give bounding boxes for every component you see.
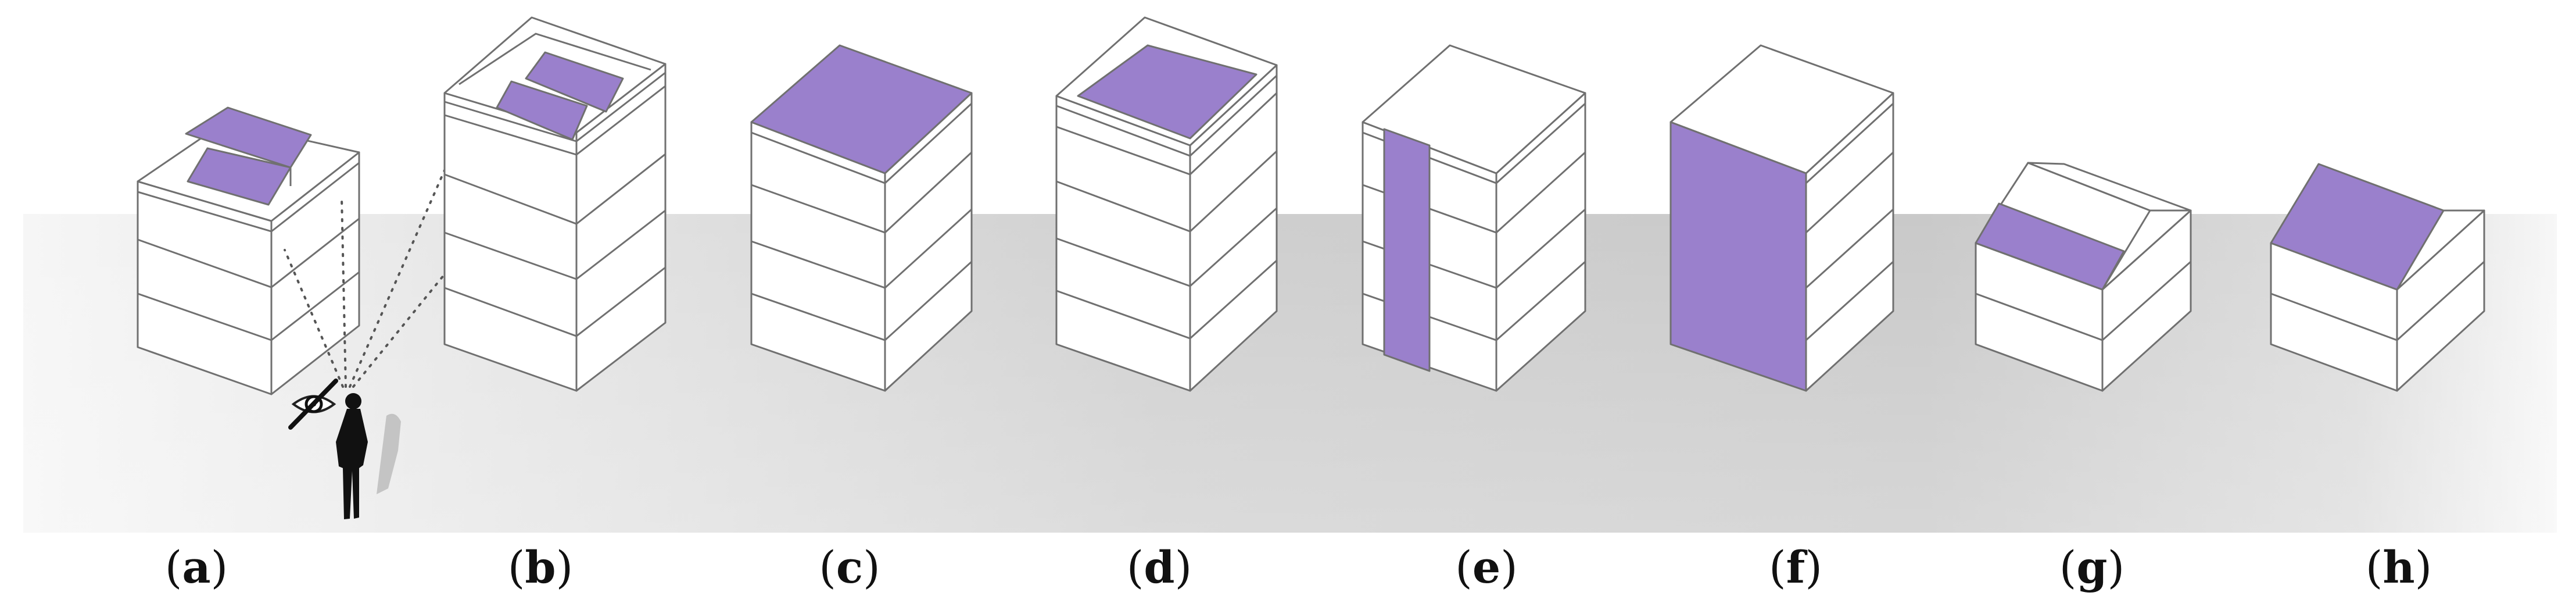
label-e: (e) bbox=[1455, 541, 1518, 593]
pv-panel-b2 bbox=[496, 80, 588, 141]
panel-labels: (a) (b) (c) (d) (e) (f) (g) (h) bbox=[165, 541, 2432, 593]
person-silhouette-icon bbox=[336, 393, 401, 519]
pv-facade-strip-e bbox=[1383, 128, 1431, 372]
building-f bbox=[1669, 44, 1894, 392]
building-g bbox=[1975, 162, 2192, 392]
label-d: (d) bbox=[1127, 541, 1192, 593]
label-h: (h) bbox=[2366, 541, 2432, 593]
pv-roof-c bbox=[750, 44, 973, 174]
pv-facade-f bbox=[1669, 121, 1807, 392]
building-d bbox=[1055, 16, 1278, 392]
pv-panel-a1 bbox=[185, 106, 312, 169]
building-b bbox=[443, 16, 667, 392]
pv-roof-d bbox=[1077, 44, 1257, 140]
label-a: (a) bbox=[165, 541, 228, 593]
label-f: (f) bbox=[1769, 541, 1822, 593]
building-c bbox=[750, 44, 973, 392]
building-h bbox=[2270, 163, 2485, 392]
building-e bbox=[1362, 44, 1586, 392]
building-a bbox=[137, 106, 360, 395]
pv-panel-b1 bbox=[525, 51, 624, 113]
label-c: (c) bbox=[819, 541, 880, 593]
label-g: (g) bbox=[2059, 541, 2124, 593]
sight-lines bbox=[284, 109, 550, 388]
label-b: (b) bbox=[508, 541, 573, 593]
eye-icon bbox=[288, 379, 338, 430]
pv-roof-g bbox=[1975, 202, 2125, 291]
pv-roof-h bbox=[2270, 163, 2445, 291]
